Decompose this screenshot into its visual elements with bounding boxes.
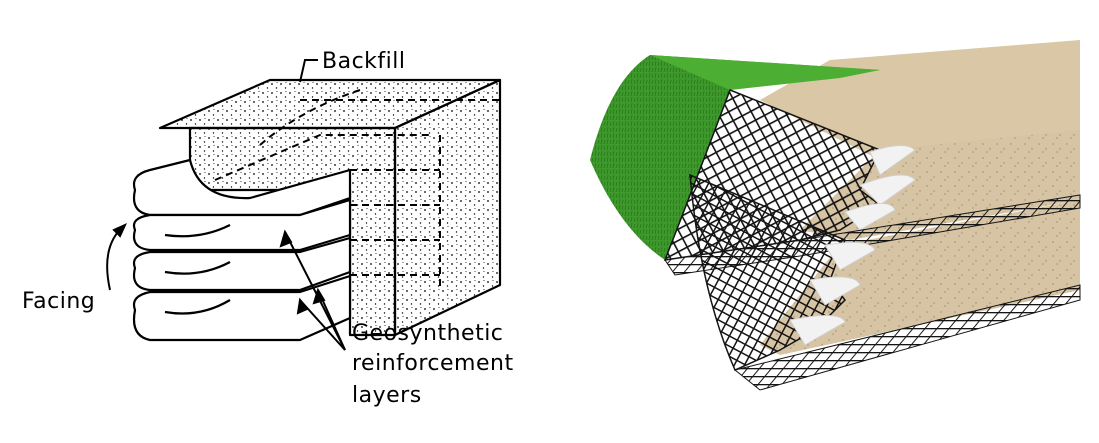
right-render xyxy=(590,40,1081,391)
soil-side-lower xyxy=(760,200,1080,355)
sandbags-upper xyxy=(844,145,916,231)
geogrid-bottom-sheet xyxy=(733,284,1081,391)
layer-3 xyxy=(132,198,352,252)
sandbags-lower xyxy=(789,241,876,346)
backfill-side-face xyxy=(393,78,502,337)
left-sketch xyxy=(132,78,502,342)
label-reinforcement: reinforcement xyxy=(352,351,514,376)
label-layers: layers xyxy=(352,383,422,408)
label-backfill: Backfill xyxy=(322,49,406,74)
label-facing: Facing xyxy=(22,289,95,314)
grass-top-edge xyxy=(650,55,880,90)
grass-cap xyxy=(590,55,880,260)
hidden-lines xyxy=(214,89,500,290)
facing-layers xyxy=(132,158,352,342)
label-geosynthetic: Geosynthetic xyxy=(352,321,503,346)
layer-4 xyxy=(132,158,352,217)
layer-2 xyxy=(132,236,352,292)
layer-1 xyxy=(132,274,352,342)
leader-lines xyxy=(106,59,346,351)
